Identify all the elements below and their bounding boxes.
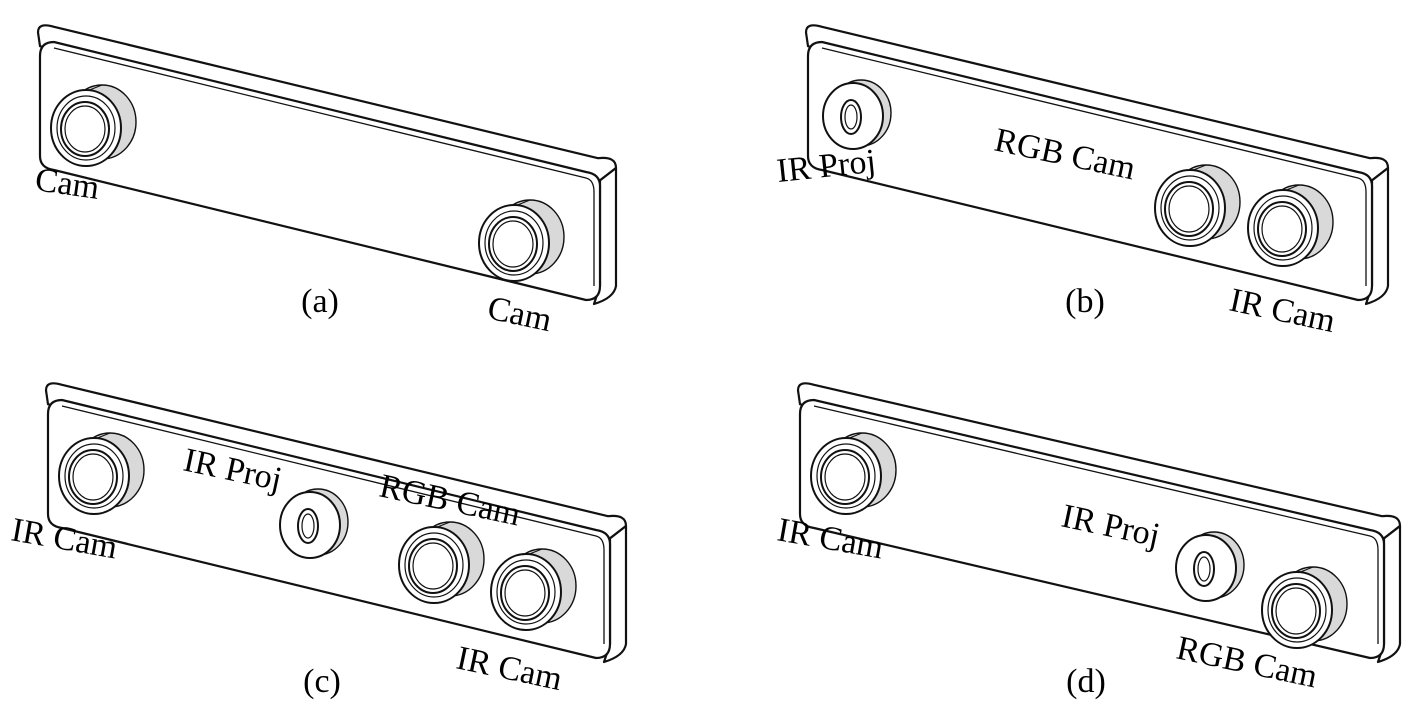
bar-bevel xyxy=(53,47,595,286)
bar-side-face xyxy=(592,166,618,306)
camera-lens-icon xyxy=(490,548,577,631)
camera-lens-icon xyxy=(810,432,897,515)
camera-lens-icon xyxy=(398,521,485,604)
component-label: IR Cam xyxy=(453,640,565,698)
bar-bevel xyxy=(61,405,605,644)
camera-lens-icon xyxy=(50,84,137,167)
bar-front-face xyxy=(38,40,602,302)
bar-front-face xyxy=(798,398,1386,660)
bar-bevel xyxy=(813,405,1379,644)
component-label: IR Proj xyxy=(775,143,878,190)
camera-lens-icon xyxy=(1247,184,1334,267)
bar-side-face xyxy=(1364,166,1390,306)
camera-lens-icon xyxy=(58,432,145,515)
camera-lens-icon xyxy=(478,199,565,282)
panel-caption: (a) xyxy=(301,283,339,320)
camera-lens-icon xyxy=(1261,566,1348,649)
projector-icon xyxy=(279,488,349,559)
component-label: Cam xyxy=(484,290,555,340)
component-label: Cam xyxy=(33,161,102,207)
bar-front-face xyxy=(806,40,1374,302)
camera-lens-icon xyxy=(1154,164,1241,247)
bar-bevel xyxy=(821,47,1367,286)
panel-caption: (d) xyxy=(1066,663,1106,700)
panel-caption: (b) xyxy=(1065,283,1105,320)
bar-side-face xyxy=(602,524,628,664)
bar-side-face xyxy=(1376,524,1402,664)
projector-icon xyxy=(822,79,892,150)
projector-icon xyxy=(1175,531,1245,602)
panel-caption: (c) xyxy=(303,663,341,700)
